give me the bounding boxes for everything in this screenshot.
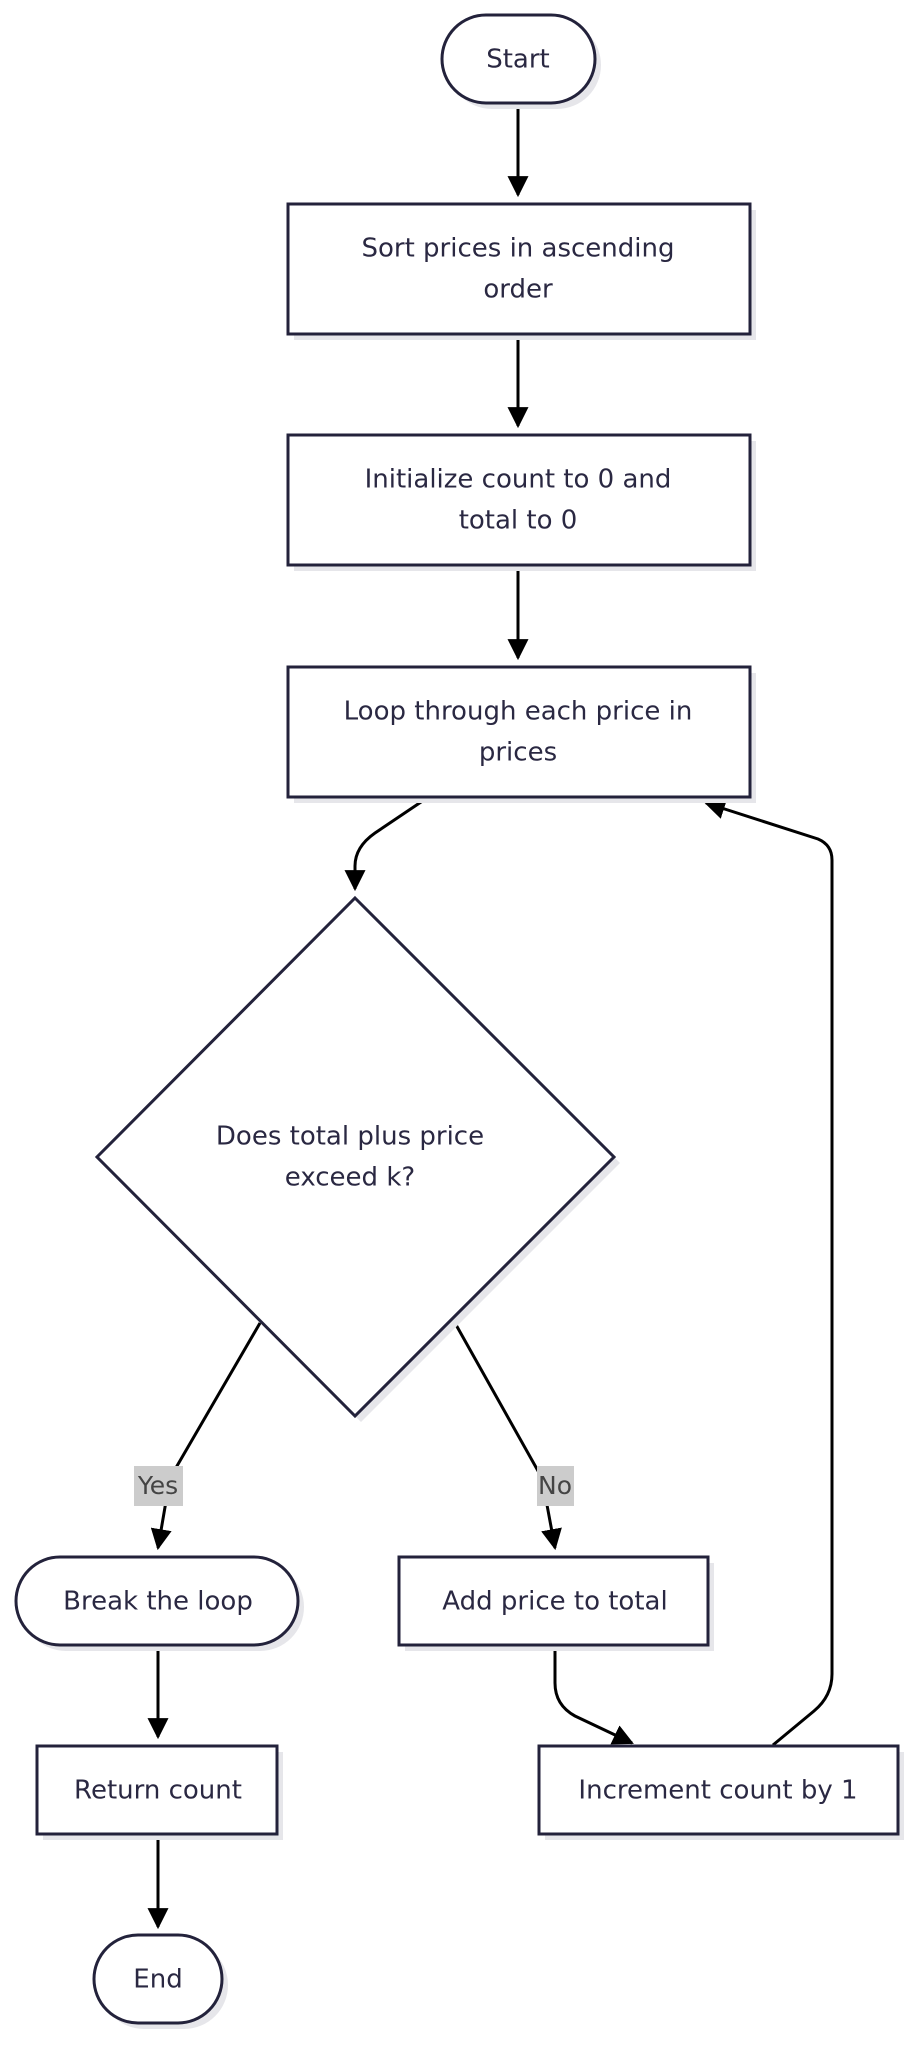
node-start: Start <box>440 13 601 109</box>
node-return-count-label: Return count <box>74 1776 242 1806</box>
node-increment-count-label: Increment count by 1 <box>578 1776 857 1806</box>
node-initialize: Initialize count to 0 and total to 0 <box>286 433 756 571</box>
edge-decision-to-add <box>453 1322 562 1551</box>
node-loop: Loop through each price in prices <box>286 665 756 803</box>
node-break-loop-label: Break the loop <box>63 1587 253 1617</box>
node-add-price: Add price to total <box>397 1555 714 1651</box>
node-initialize-line1: Initialize count to 0 and <box>365 465 672 495</box>
node-break-loop: Break the loop <box>14 1555 304 1651</box>
node-sort-prices: Sort prices in ascending order <box>286 202 756 340</box>
node-decision-line2: exceed k? <box>285 1163 415 1193</box>
node-decision-line1: Does total plus price <box>216 1122 484 1152</box>
edge-add-to-increment <box>553 1648 634 1745</box>
node-sort-prices-line1: Sort prices in ascending <box>361 234 674 264</box>
node-end: End <box>92 1933 228 2029</box>
edge-label-yes: Yes <box>137 1471 178 1500</box>
edge-labels: Yes No <box>134 1466 574 1506</box>
node-initialize-line2: total to 0 <box>459 506 578 536</box>
edge-label-no-bg <box>537 1466 574 1506</box>
node-sort-prices-line2: order <box>483 275 553 305</box>
node-loop-line2: prices <box>479 738 557 768</box>
node-increment-count: Increment count by 1 <box>537 1744 904 1840</box>
node-return-count: Return count <box>35 1744 283 1840</box>
node-start-label: Start <box>486 45 550 75</box>
edge-label-no: No <box>538 1471 572 1500</box>
node-add-price-label: Add price to total <box>442 1587 667 1617</box>
edge-label-yes-bg <box>134 1466 183 1506</box>
edge-decision-to-break <box>150 1322 262 1551</box>
edge-increment-to-loop <box>704 798 834 1747</box>
node-loop-line1: Loop through each price in <box>344 697 693 727</box>
node-decision: Does total plus price exceed k? <box>94 895 620 1422</box>
edge-loop-to-decision <box>344 798 425 892</box>
node-end-label: End <box>133 1965 182 1995</box>
